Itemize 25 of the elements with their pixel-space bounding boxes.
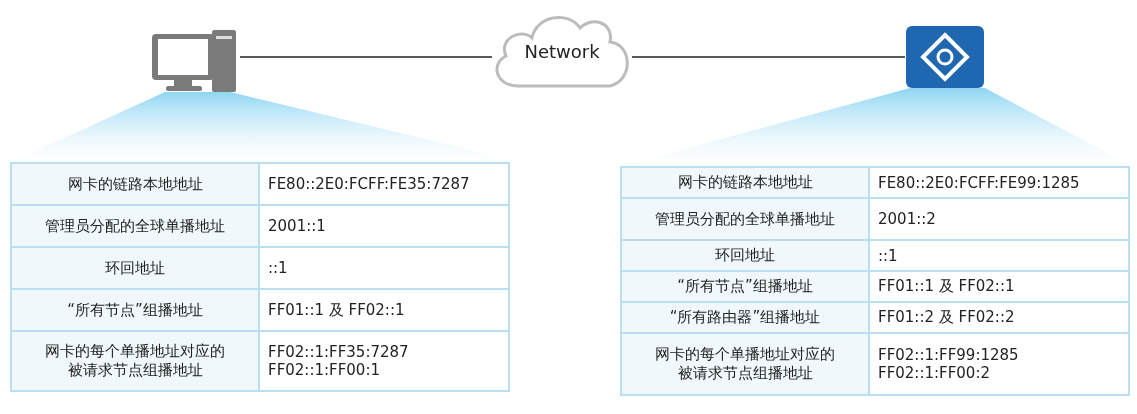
connector-line (631, 56, 906, 58)
address-value-cell: FF02::1:FF99:1285 FF02::1:FF00:2 (869, 333, 1129, 395)
address-value-cell: 2001::1 (259, 205, 509, 247)
address-type-cell: 环回地址 (621, 240, 869, 271)
address-value-cell: FE80::2E0:FCFF:FE99:1285 (869, 167, 1129, 198)
address-type-cell: “所有路由器”组播地址 (621, 302, 869, 333)
address-type-cell: 网卡的链路本地地址 (11, 163, 259, 205)
address-value-cell: FF02::1:FF35:7287 FF02::1:FF00:1 (259, 331, 509, 391)
address-type-cell: 管理员分配的全球单播地址 (621, 198, 869, 240)
connector-line (239, 56, 493, 58)
address-type-cell: 网卡的每个单播地址对应的被请求节点组播地址 (621, 333, 869, 395)
address-value-cell: FF01::2 及 FF02::2 (869, 302, 1129, 333)
address-type-cell: 网卡的链路本地地址 (621, 167, 869, 198)
address-value-cell: FF01::1 及 FF02::1 (259, 289, 509, 331)
address-value-cell: FF01::1 及 FF02::1 (869, 271, 1129, 302)
address-type-cell: “所有节点”组播地址 (11, 289, 259, 331)
address-type-cell: 管理员分配的全球单播地址 (11, 205, 259, 247)
address-value-cell: ::1 (869, 240, 1129, 271)
address-value-cell: ::1 (259, 247, 509, 289)
address-type-cell: 环回地址 (11, 247, 259, 289)
cloud-label: Network (524, 40, 600, 62)
address-type-cell: “所有节点”组播地址 (621, 271, 869, 302)
address-value-cell: 2001::2 (869, 198, 1129, 240)
address-type-cell: 网卡的每个单播地址对应的被请求节点组播地址 (11, 331, 259, 391)
address-value-cell: FE80::2E0:FCFF:FE35:7287 (259, 163, 509, 205)
